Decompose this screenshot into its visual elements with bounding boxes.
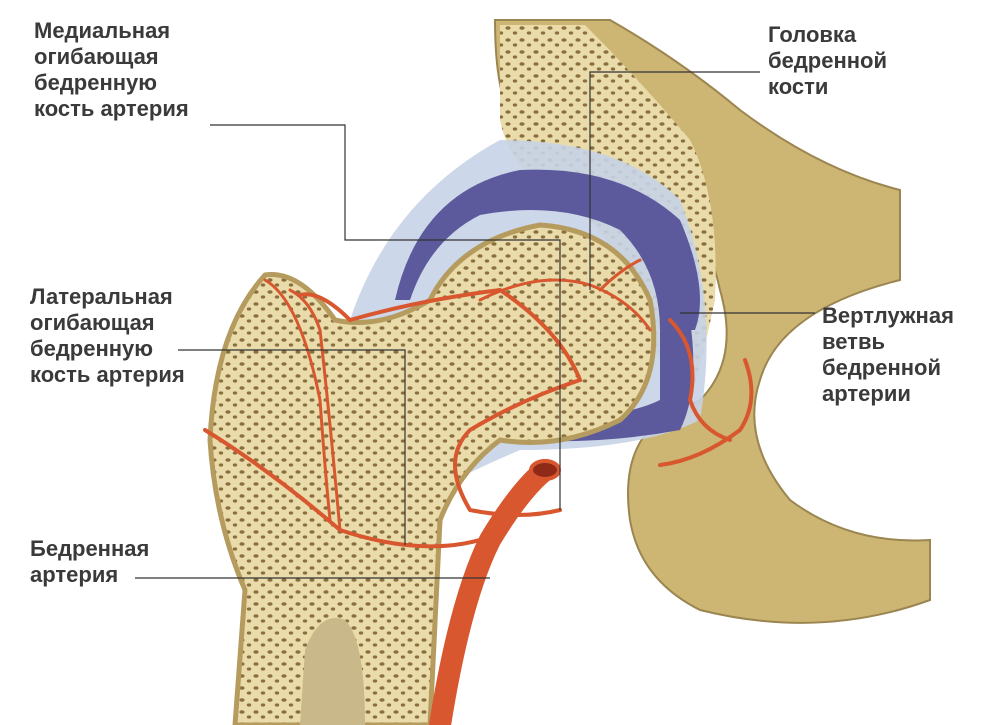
label-line: артерия <box>30 562 119 587</box>
label-femoral-artery: Бедренная артерия <box>30 536 149 588</box>
label-line: бедренной <box>822 355 942 380</box>
arteries <box>203 258 754 725</box>
label-line: кость артерия <box>34 96 189 121</box>
label-line: Головка <box>768 22 857 47</box>
label-line: кости <box>768 74 829 99</box>
label-medial-circumflex-artery: Медиальная огибающая бедренную кость арт… <box>34 18 189 122</box>
artery-branch <box>263 278 342 532</box>
label-line: Вертлужная <box>822 303 954 328</box>
medial-circumflex-artery <box>298 287 583 517</box>
medullary-cavity <box>300 618 365 725</box>
leader-lateral <box>178 349 406 545</box>
leader-head <box>589 71 760 290</box>
label-line: бедренную <box>34 70 158 95</box>
label-line: ветвь <box>822 329 886 354</box>
acetabular-branch-artery <box>658 318 754 467</box>
leader-lines <box>135 71 815 579</box>
leader-medial <box>210 124 561 510</box>
label-line: огибающая <box>34 44 159 69</box>
acetabular-cartilage <box>395 169 700 330</box>
label-line: Медиальная <box>34 18 171 43</box>
label-lateral-circumflex-artery: Латеральная огибающая бедренную кость ар… <box>30 284 185 388</box>
label-line: артерии <box>822 381 911 406</box>
label-line: бедренной <box>768 48 888 73</box>
label-line: Латеральная <box>30 284 173 309</box>
label-line: Бедренная <box>30 536 150 561</box>
femoral-artery <box>429 459 556 725</box>
label-line: бедренную <box>30 336 154 361</box>
articular-cartilage-lower <box>515 320 694 442</box>
label-line: кость артерия <box>30 362 185 387</box>
label-femoral-head: Головка бедренной кости <box>768 22 887 100</box>
label-line: огибающая <box>30 310 155 335</box>
label-acetabular-branch: Вертлужная ветвь бедренной артерии <box>822 303 954 407</box>
femoral-artery-opening <box>529 459 561 481</box>
